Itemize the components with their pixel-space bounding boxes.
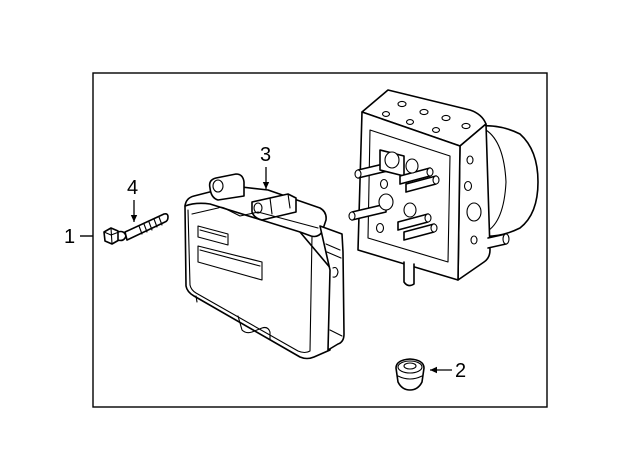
control-module-illustration [184, 173, 345, 360]
callout-3: 3 [260, 144, 271, 189]
callout-1: 1 [64, 226, 93, 248]
modulator-illustration [348, 89, 539, 287]
assembly-frame [92, 72, 548, 408]
callout-2: 2 [430, 360, 466, 382]
modulator-studs [348, 149, 440, 241]
callout-2-label: 2 [455, 360, 466, 382]
callout-4: 4 [127, 177, 138, 222]
callout-3-label: 3 [260, 144, 271, 166]
callout-4-label: 4 [127, 177, 138, 199]
bolt-illustration [103, 213, 169, 245]
callout-1-label: 1 [64, 226, 75, 248]
grommet-illustration [395, 358, 425, 391]
